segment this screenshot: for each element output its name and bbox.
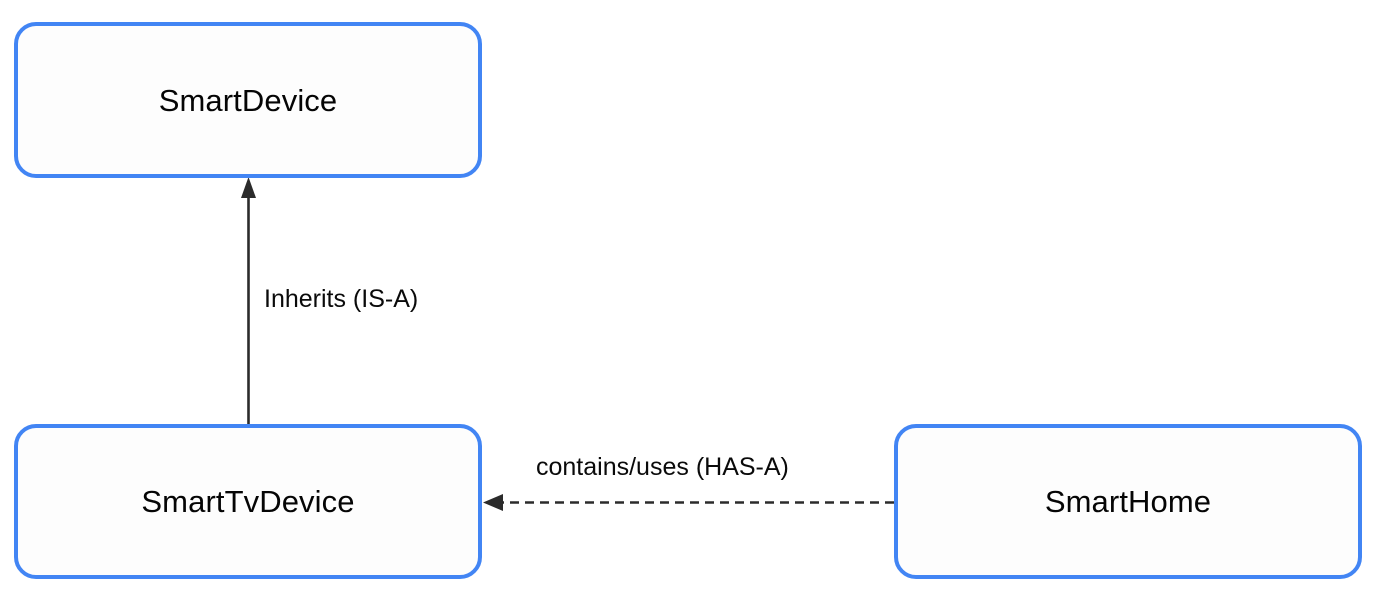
class-node-label: SmartHome <box>1044 484 1212 519</box>
edge-contains-arrowhead <box>483 494 503 511</box>
edge-inherits-arrowhead <box>241 177 256 198</box>
class-node-label: SmartTvDevice <box>141 484 355 519</box>
class-node-smarthome[interactable]: SmartHome <box>894 424 1362 579</box>
edge-label-inherits: Inherits (IS-A) <box>264 285 419 313</box>
class-node-label: SmartDevice <box>158 82 338 118</box>
class-node-smartdevice[interactable]: SmartDevice <box>14 22 482 178</box>
edge-inherits <box>241 177 256 424</box>
edge-label-contains: contains/uses (HAS-A) <box>536 453 789 481</box>
class-node-smarttvdevice[interactable]: SmartTvDevice <box>14 424 482 579</box>
edge-contains <box>483 494 894 511</box>
